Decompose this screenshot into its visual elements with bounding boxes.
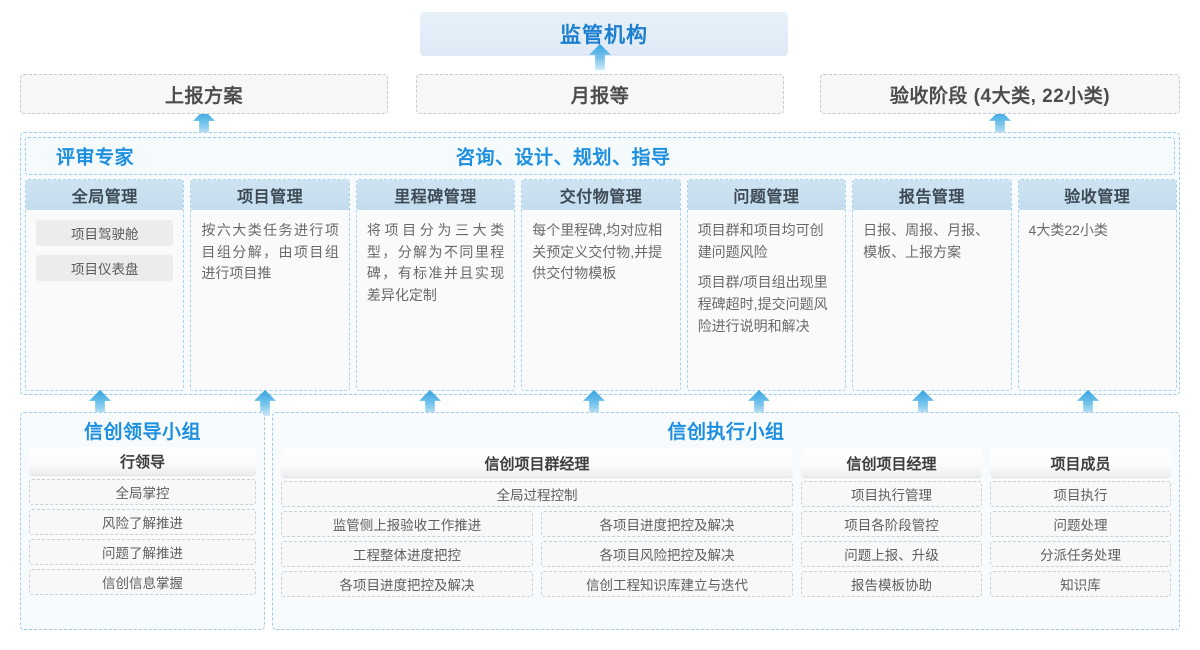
list-item[interactable]: 项目各阶段管控 xyxy=(801,511,982,537)
report-box-plan: 上报方案 xyxy=(20,74,388,114)
list-item[interactable]: 全局掌控 xyxy=(29,479,256,505)
pill-project-cockpit[interactable]: 项目驾驶舱 xyxy=(36,220,174,246)
capability-columns: 全局管理 项目驾驶舱 项目仪表盘 项目管理 按六大类任务进行项目组分解，由项目组… xyxy=(25,179,1177,391)
role-project-manager: 信创项目经理 xyxy=(801,449,982,477)
capability-column-deliverable[interactable]: 交付物管理 每个里程碑,均对应相关预定义交付物,并提供交付物模板 xyxy=(521,179,681,391)
role-project-member: 项目成员 xyxy=(990,449,1171,477)
list-item[interactable]: 问题了解推进 xyxy=(29,539,256,565)
column-head-global: 全局管理 xyxy=(26,180,184,210)
capability-column-milestone[interactable]: 里程碑管理 将项目分为三大类型，分解为不同里程碑，有标准并且实现差异化定制 xyxy=(355,179,516,391)
list-item[interactable]: 各项目风险把控及解决 xyxy=(541,541,793,567)
project-member-duties: 项目执行 问题处理 分派任务处理 知识库 xyxy=(990,481,1171,597)
capability-column-project[interactable]: 项目管理 按六大类任务进行项目组分解，由项目组进行项目推 xyxy=(190,179,350,391)
capability-column-acceptance[interactable]: 验收管理 4大类22小类 xyxy=(1017,179,1177,391)
list-item[interactable]: 信创工程知识库建立与迭代 xyxy=(541,571,793,597)
role-program-manager: 信创项目群经理 xyxy=(281,449,793,477)
execution-group-panel: 信创执行小组 信创项目群经理 全局过程控制 监管侧上报验收工作推进 工程整体进度… xyxy=(272,412,1180,630)
column-body-acceptance: 4大类22小类 xyxy=(1019,210,1176,390)
org-section: 信创领导小组 行领导 全局掌控 风险了解推进 问题了解推进 信创信息掌握 信创执… xyxy=(0,412,1200,638)
program-manager-right-list: 各项目进度把控及解决 各项目风险把控及解决 信创工程知识库建立与迭代 xyxy=(541,511,793,597)
list-item[interactable]: 分派任务处理 xyxy=(990,541,1171,567)
leadership-duty-list: 全局掌控 风险了解推进 问题了解推进 信创信息掌握 xyxy=(29,479,256,595)
execution-role-columns: 信创项目群经理 全局过程控制 监管侧上报验收工作推进 工程整体进度把控 各项目进… xyxy=(281,449,1171,597)
program-manager-duties: 全局过程控制 xyxy=(281,481,793,507)
review-expert-title: 评审专家 xyxy=(56,147,135,169)
list-item[interactable]: 全局过程控制 xyxy=(281,481,793,507)
list-item[interactable]: 问题上报、升级 xyxy=(801,541,982,567)
role-column-project-manager: 信创项目经理 项目执行管理 项目各阶段管控 问题上报、升级 报告模板协助 xyxy=(801,449,982,597)
column-body-global: 项目驾驶舱 项目仪表盘 xyxy=(26,210,183,390)
column-text-deliverable: 每个里程碑,均对应相关预定义交付物,并提供交付物模板 xyxy=(532,222,663,282)
pill-project-dashboard[interactable]: 项目仪表盘 xyxy=(36,255,174,281)
list-item[interactable]: 工程整体进度把控 xyxy=(281,541,533,567)
program-manager-subcolumns: 监管侧上报验收工作推进 工程整体进度把控 各项目进度把控及解决 各项目进度把控及… xyxy=(281,511,793,597)
capability-column-issue[interactable]: 问题管理 项目群和项目均可创建问题风险 项目群/项目组出现里程碑超时,提交问题风… xyxy=(686,179,847,391)
column-head-milestone: 里程碑管理 xyxy=(356,180,515,210)
column-text-issue-1: 项目群和项目均可创建问题风险 xyxy=(697,222,824,260)
list-item[interactable]: 监管侧上报验收工作推进 xyxy=(281,511,533,537)
list-item[interactable]: 各项目进度把控及解决 xyxy=(281,571,533,597)
list-item[interactable]: 各项目进度把控及解决 xyxy=(541,511,793,537)
capability-column-global[interactable]: 全局管理 项目驾驶舱 项目仪表盘 xyxy=(25,179,185,391)
list-item[interactable]: 信创信息掌握 xyxy=(29,569,256,595)
project-manager-duties: 项目执行管理 项目各阶段管控 问题上报、升级 报告模板协助 xyxy=(801,481,982,597)
column-text-report: 日报、周报、月报、模板、上报方案 xyxy=(863,222,990,260)
column-text-milestone: 将项目分为三大类型，分解为不同里程碑，有标准并且实现差异化定制 xyxy=(366,222,505,304)
list-item[interactable]: 项目执行管理 xyxy=(801,481,982,507)
column-text-issue-2: 项目群/项目组出现里程碑超时,提交问题风险进行说明和解决 xyxy=(697,274,828,334)
role-column-project-member: 项目成员 项目执行 问题处理 分派任务处理 知识库 xyxy=(990,449,1171,597)
program-manager-left-list: 监管侧上报验收工作推进 工程整体进度把控 各项目进度把控及解决 xyxy=(281,511,533,597)
list-item[interactable]: 报告模板协助 xyxy=(801,571,982,597)
report-row: 上报方案 月报等 验收阶段 (4大类, 22小类) xyxy=(0,74,1200,114)
column-head-deliverable: 交付物管理 xyxy=(522,180,680,210)
platform-capability-header: 评审专家 咨询、设计、规划、指导 xyxy=(25,137,1175,175)
execution-group-title: 信创执行小组 xyxy=(667,422,785,443)
column-body-report: 日报、周报、月报、模板、上报方案 xyxy=(853,210,1010,390)
capability-column-report[interactable]: 报告管理 日报、周报、月报、模板、上报方案 xyxy=(852,179,1012,391)
column-body-milestone: 将项目分为三大类型，分解为不同里程碑，有标准并且实现差异化定制 xyxy=(357,210,514,390)
role-bank-leader: 行领导 xyxy=(29,447,256,475)
column-text-project: 按六大类任务进行项目组分解，由项目组进行项目推 xyxy=(201,222,339,282)
list-item[interactable]: 项目执行 xyxy=(990,481,1171,507)
column-body-issue: 项目群和项目均可创建问题风险 项目群/项目组出现里程碑超时,提交问题风险进行说明… xyxy=(688,210,845,390)
column-body-project: 按六大类任务进行项目组分解，由项目组进行项目推 xyxy=(191,210,348,390)
leadership-group-title: 信创领导小组 xyxy=(83,422,201,443)
column-body-deliverable: 每个里程碑,均对应相关预定义交付物,并提供交付物模板 xyxy=(522,210,679,390)
platform-capability-panel: 评审专家 咨询、设计、规划、指导 全局管理 项目驾驶舱 项目仪表盘 项目管理 按… xyxy=(20,132,1180,395)
column-text-acceptance: 4大类22小类 xyxy=(1028,222,1108,238)
report-box-acceptance: 验收阶段 (4大类, 22小类) xyxy=(820,74,1180,114)
list-item[interactable]: 风险了解推进 xyxy=(29,509,256,535)
consulting-title: 咨询、设计、规划、指导 xyxy=(456,147,671,169)
leadership-group-panel: 信创领导小组 行领导 全局掌控 风险了解推进 问题了解推进 信创信息掌握 xyxy=(20,412,265,630)
report-box-monthly: 月报等 xyxy=(416,74,784,114)
column-head-acceptance: 验收管理 xyxy=(1018,180,1176,210)
list-item[interactable]: 问题处理 xyxy=(990,511,1171,537)
column-head-issue: 问题管理 xyxy=(687,180,846,210)
role-column-program-manager: 信创项目群经理 全局过程控制 监管侧上报验收工作推进 工程整体进度把控 各项目进… xyxy=(281,449,793,597)
list-item[interactable]: 知识库 xyxy=(990,571,1171,597)
column-head-report: 报告管理 xyxy=(853,180,1011,210)
column-head-project: 项目管理 xyxy=(191,180,349,210)
